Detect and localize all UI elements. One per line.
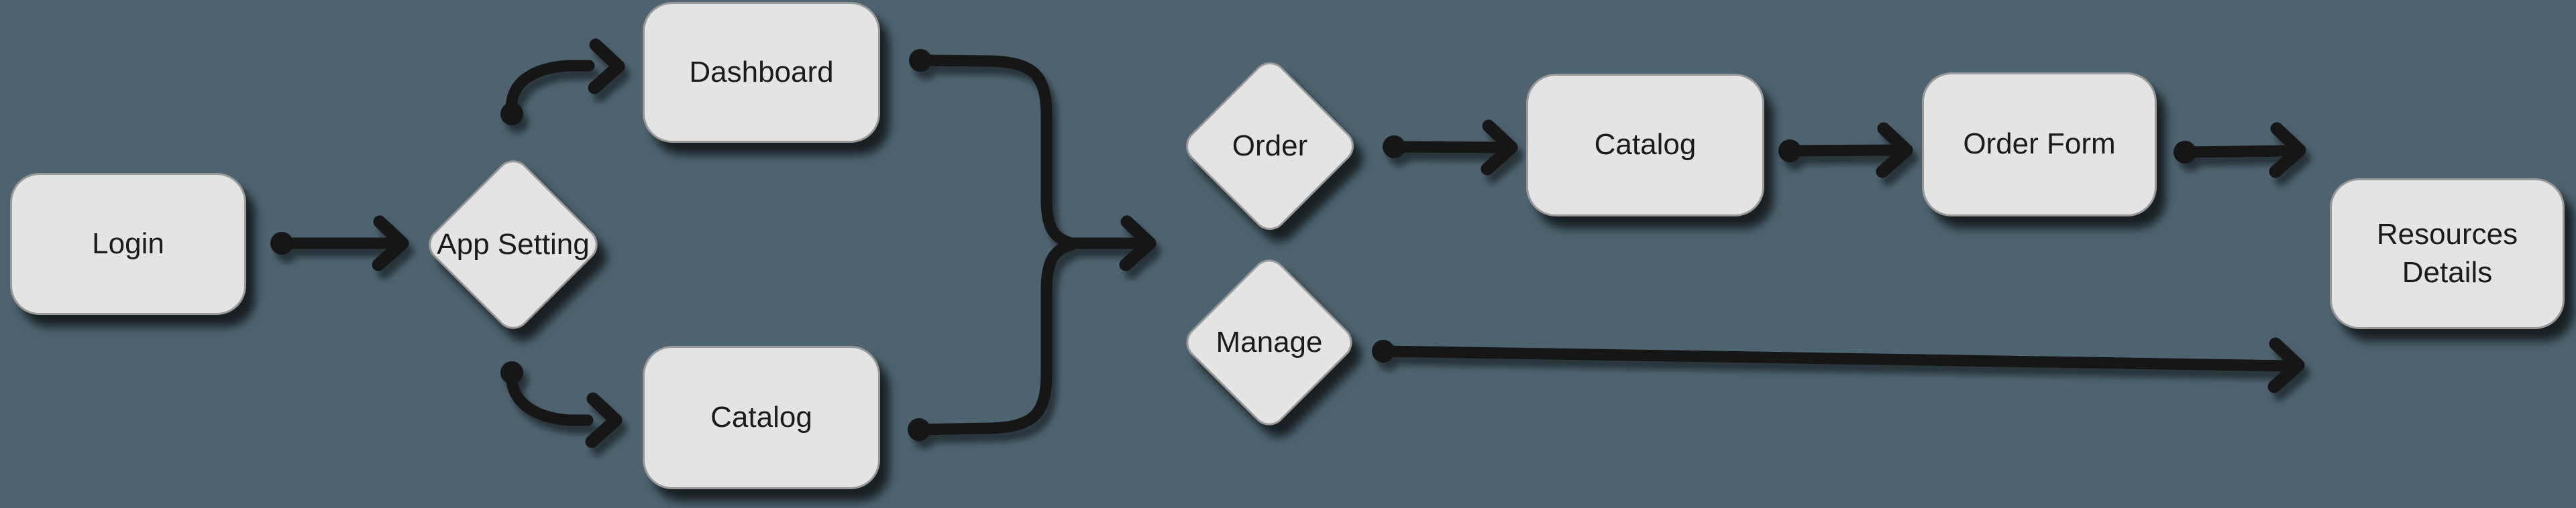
node-catalog-2: Catalog xyxy=(1526,74,1764,216)
edge-appsetting-dashboard-arrowhead xyxy=(588,38,625,94)
edge-dashboard-merge-line xyxy=(914,54,1078,249)
node-dashboard-label: Dashboard xyxy=(689,55,834,88)
edge-orderform-resources-line xyxy=(2179,145,2296,158)
edge-catalog2-orderform-arrowhead xyxy=(1876,122,1913,178)
node-manage-label: Manage xyxy=(1216,325,1323,359)
node-manage: Manage xyxy=(1169,242,1370,443)
edge-catalog-merge-line xyxy=(913,239,1078,436)
node-dashboard-shape xyxy=(643,2,880,143)
node-catalog-2-shape xyxy=(1526,74,1764,216)
edge-order-catalog2-arrowhead xyxy=(1481,119,1518,176)
edge-login-appsetting-arrowhead xyxy=(372,215,409,271)
node-login: Login xyxy=(10,173,246,315)
edge-manage-resources-line xyxy=(1377,345,2295,372)
node-app-setting: App Setting xyxy=(413,144,614,345)
node-resources-details: Resources Details xyxy=(2330,178,2565,329)
node-catalog-2-label: Catalog xyxy=(1594,128,1697,162)
node-app-setting-label: App Setting xyxy=(437,227,590,261)
node-resources-details-label: Resources Details xyxy=(2376,218,2518,289)
node-order-form-shape xyxy=(1922,72,2157,216)
node-order-form-label: Order Form xyxy=(1963,127,2116,161)
node-catalog-1: Catalog xyxy=(643,346,880,489)
node-order-label: Order xyxy=(1232,129,1308,162)
node-dashboard: Dashboard xyxy=(643,2,880,143)
node-catalog-1-shape xyxy=(643,346,880,489)
node-login-label: Login xyxy=(92,227,164,260)
edge-appsetting-dashboard-line xyxy=(505,60,595,120)
edge-orderform-resources-arrowhead xyxy=(2269,122,2306,178)
node-login-shape xyxy=(10,173,246,315)
node-resources-details-shape xyxy=(2330,178,2565,329)
edge-merge-order-manage-arrowhead xyxy=(1119,215,1157,271)
edge-appsetting-catalog-line xyxy=(506,367,594,426)
edge-manage-resources-arrowhead xyxy=(2267,337,2305,393)
edge-catalog2-orderform-line xyxy=(1784,144,1903,157)
node-catalog-1-label: Catalog xyxy=(710,400,812,434)
edge-appsetting-catalog-arrowhead xyxy=(585,392,623,448)
node-order-form: Order Form xyxy=(1922,72,2157,216)
node-order: Order xyxy=(1169,46,1371,247)
